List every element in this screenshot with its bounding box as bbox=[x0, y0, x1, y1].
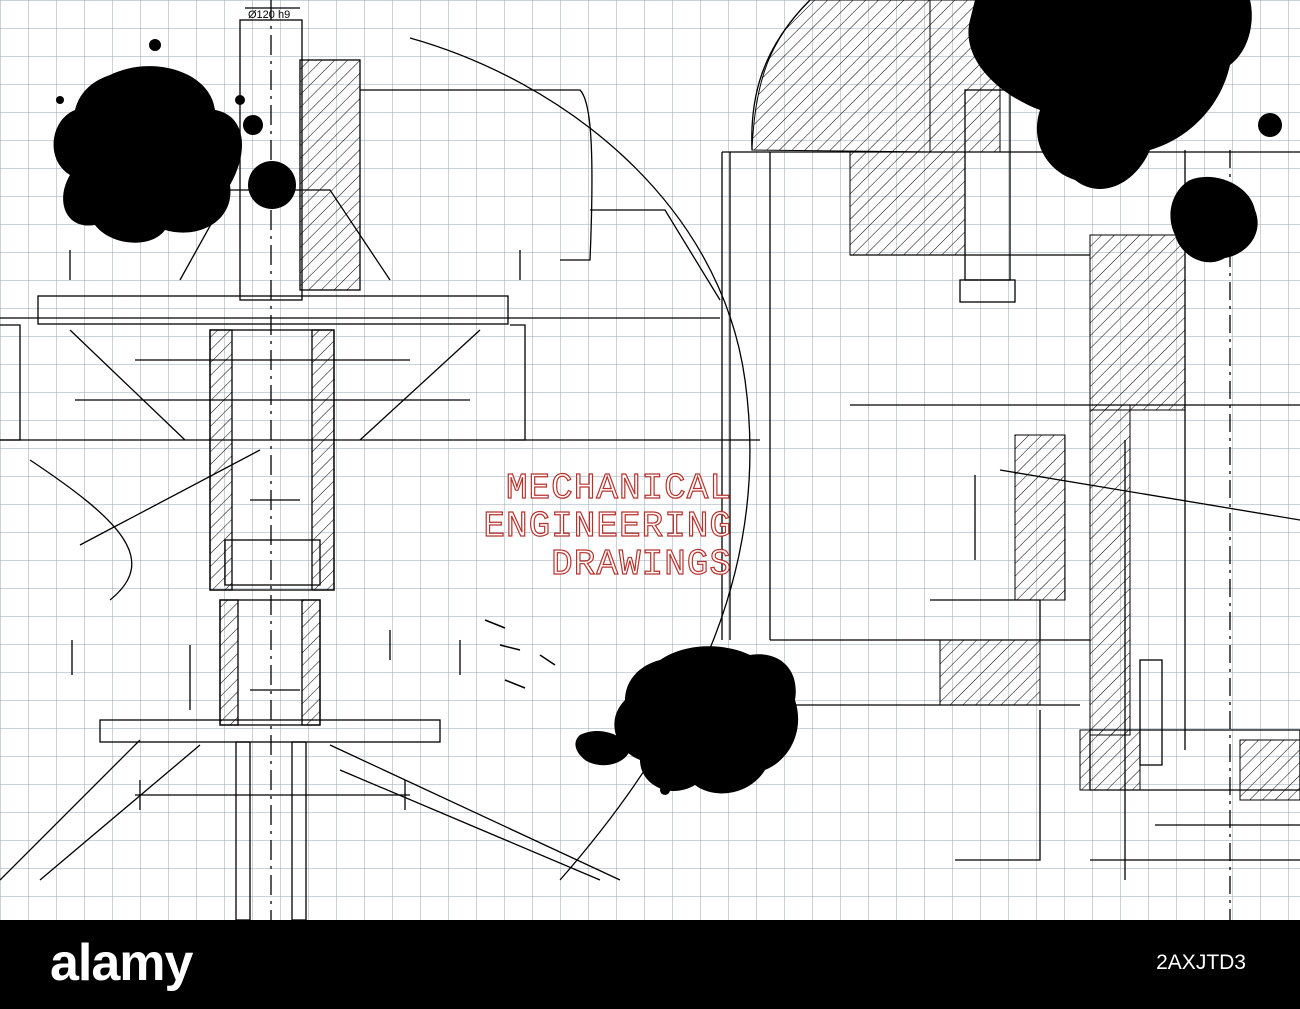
ink-blot-center bbox=[614, 646, 799, 794]
right-hatching bbox=[751, 0, 1300, 801]
diameter-annotation: Ø120 h9 bbox=[248, 9, 290, 21]
title-block: MECHANICAL ENGINEERING DRAWINGS bbox=[412, 468, 732, 585]
stock-id: 2AXJTD3 bbox=[1156, 951, 1246, 974]
engineering-drawing: Ø120 h9 bbox=[0, 0, 1300, 920]
footer-bar: alamy 2AXJTD3 bbox=[0, 920, 1300, 1009]
shaft bbox=[209, 0, 361, 920]
title-line-1: MECHANICAL bbox=[505, 468, 732, 509]
stock-logo: alamy bbox=[50, 934, 193, 992]
ink-blot-top-left bbox=[53, 66, 243, 243]
splatter-dashes bbox=[484, 619, 556, 689]
ink-blot-right bbox=[1170, 176, 1258, 263]
title-line-3: DRAWINGS bbox=[551, 544, 732, 585]
ink-splatters bbox=[53, 0, 1282, 795]
ink-blot-top-right bbox=[968, 0, 1252, 189]
left-assembly bbox=[0, 37, 760, 881]
title-line-2: ENGINEERING bbox=[483, 506, 732, 547]
